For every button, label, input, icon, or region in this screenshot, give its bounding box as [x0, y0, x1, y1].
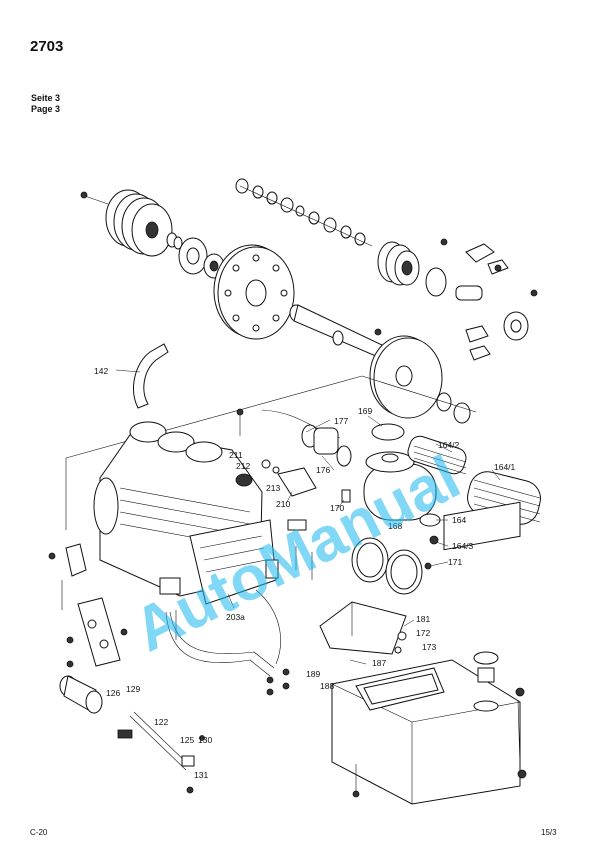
callout-164-3: 164/3: [452, 541, 474, 551]
callout-164-1: 164/1: [494, 462, 516, 472]
callout-168: 168: [388, 521, 402, 531]
filter-element-164-2: [407, 435, 467, 475]
callout-188: 188: [320, 681, 334, 691]
callout-176: 176: [316, 465, 330, 475]
callout-125: 125: [180, 735, 194, 745]
callout-181: 181: [416, 614, 430, 624]
page-label-german: Seite 3: [31, 93, 61, 103]
document-number: 2703: [30, 38, 64, 55]
callout-129: 129: [126, 684, 140, 694]
callout-130: 130: [198, 735, 212, 745]
callout-131: 131: [194, 770, 208, 780]
callout-213: 213: [266, 483, 280, 493]
callout-187: 187: [372, 658, 386, 668]
shaft-washers-row: [235, 178, 373, 247]
callout-210: 210: [276, 499, 290, 509]
fan-pulley: [377, 238, 538, 361]
callout-173: 173: [422, 642, 436, 652]
crankshaft-and-flange: [289, 304, 471, 424]
footer-code: C-20: [30, 828, 48, 837]
callout-169: 169: [358, 406, 372, 416]
callout-212: 212: [236, 461, 250, 471]
callout-122: 122: [154, 717, 168, 727]
callout-177: 177: [334, 416, 348, 426]
callout-189: 189: [306, 669, 320, 679]
fuel-tank: [331, 501, 521, 805]
starter-motor: [59, 675, 205, 794]
callout-203a: 203a: [226, 612, 245, 622]
callout-164-2: 164/2: [438, 440, 460, 450]
filter-parts: [301, 423, 405, 503]
mounting-parts: [48, 546, 313, 668]
engine-outline-lines: [65, 375, 477, 530]
flywheel: [213, 244, 295, 340]
page-label-english: Page 3: [31, 104, 61, 114]
footer-page-number: 15/3: [541, 828, 557, 837]
tank-cap: [352, 651, 527, 798]
callout-172: 172: [416, 628, 430, 638]
engine-block: [65, 421, 277, 605]
callout-labels: 142 177 169 164/2 164/1 211 212 213 176 …: [94, 366, 516, 780]
callout-142: 142: [94, 366, 108, 376]
clamp-rings-168: [351, 537, 432, 595]
bracket-181: [319, 601, 407, 655]
air-filter-164: [363, 451, 441, 545]
pulley-assembly: [80, 189, 225, 279]
callout-170: 170: [330, 503, 344, 513]
callout-126: 126: [106, 688, 120, 698]
hose-142: [133, 343, 169, 409]
callout-171: 171: [448, 557, 462, 567]
leader-lines: [115, 369, 501, 665]
fuel-lines: [165, 589, 290, 696]
callout-211: 211: [229, 450, 243, 460]
callout-164: 164: [452, 515, 466, 525]
